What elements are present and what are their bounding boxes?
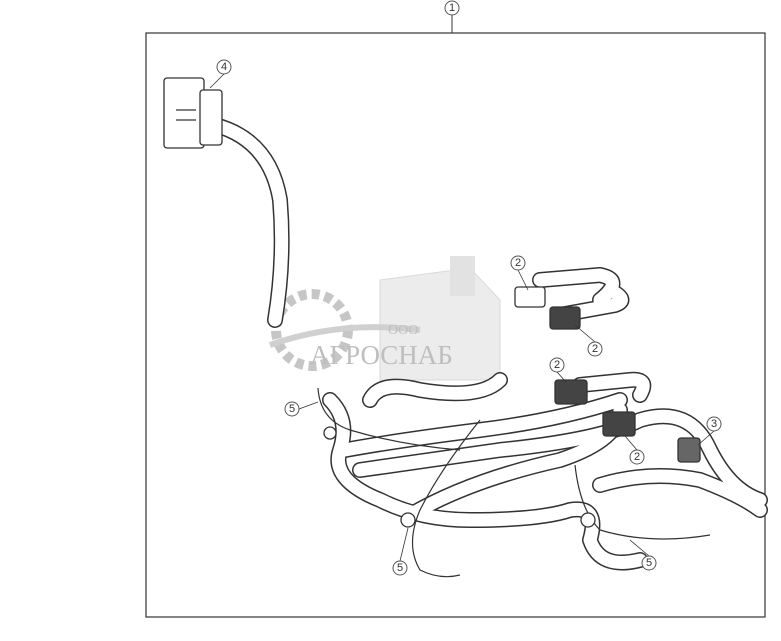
callout-1: 1 <box>444 0 460 16</box>
watermark-name: АГРОСНАБ <box>310 340 453 370</box>
svg-text:5: 5 <box>646 557 652 569</box>
callout-5: 5 <box>392 560 408 576</box>
callout-5: 5 <box>641 555 657 571</box>
assembly-frame <box>145 32 766 618</box>
callout-2: 2 <box>587 341 603 357</box>
svg-text:5: 5 <box>289 403 295 415</box>
callout-4: 4 <box>216 59 232 75</box>
callout-2: 2 <box>629 449 645 465</box>
callout-3: 3 <box>706 416 722 432</box>
harness-hoses <box>207 117 768 571</box>
svg-text:2: 2 <box>592 343 598 355</box>
cable-ties <box>317 387 711 578</box>
svg-text:2: 2 <box>515 257 521 269</box>
connector-4 <box>163 77 223 149</box>
svg-text:5: 5 <box>397 562 403 574</box>
callout-5: 5 <box>284 401 300 417</box>
callout-2: 2 <box>510 255 526 271</box>
svg-text:2: 2 <box>634 451 640 463</box>
svg-text:3: 3 <box>711 418 717 430</box>
agrosnab-watermark: ООО АГРОСНАБ <box>268 256 501 381</box>
svg-text:2: 2 <box>554 359 560 371</box>
watermark-prefix: ООО <box>388 323 418 338</box>
leader-lines <box>209 73 715 562</box>
callout-2: 2 <box>549 357 565 373</box>
svg-text:1: 1 <box>449 2 455 14</box>
connectors-2 <box>323 286 701 528</box>
svg-text:4: 4 <box>221 61 227 73</box>
